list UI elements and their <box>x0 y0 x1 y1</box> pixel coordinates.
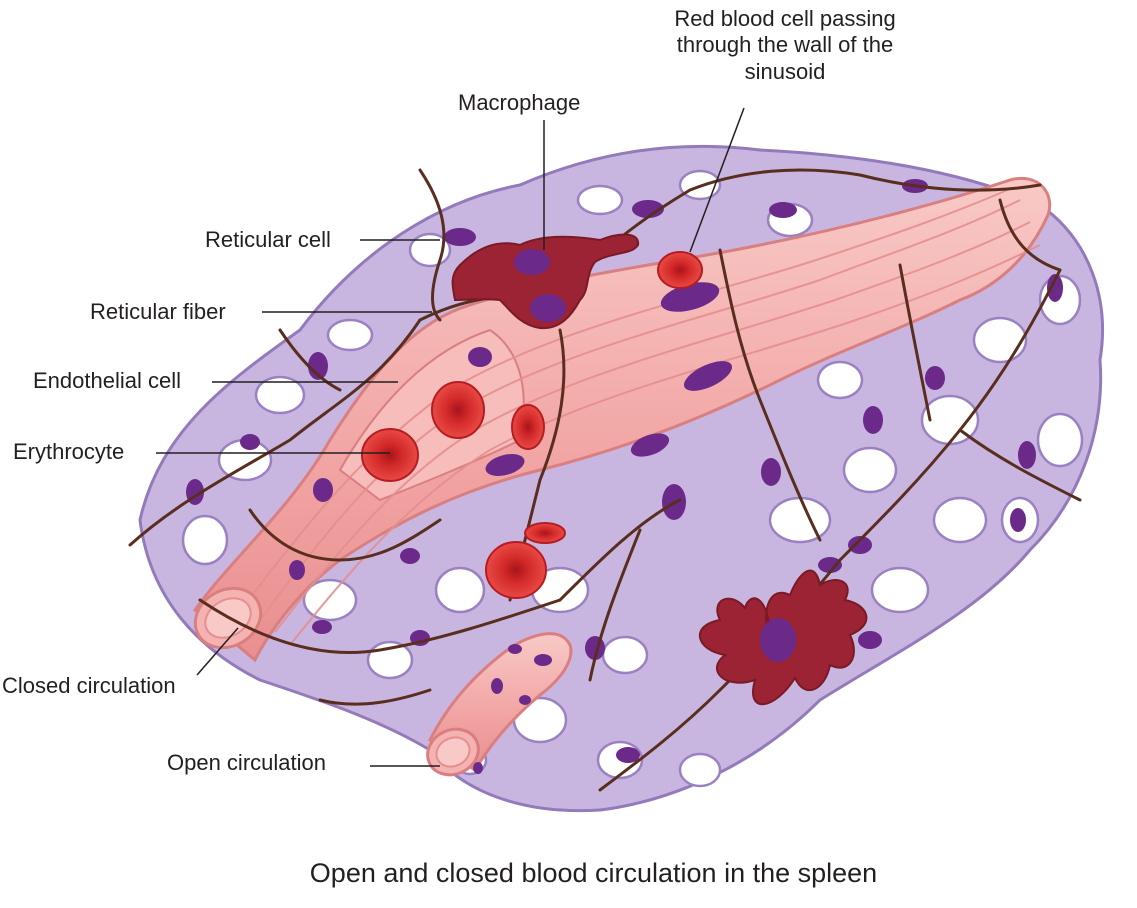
label-endothelial-cell: Endothelial cell <box>33 368 181 393</box>
label-erythrocyte: Erythrocyte <box>13 439 125 464</box>
macrophage-cell <box>451 233 640 330</box>
leader-lines <box>156 107 745 767</box>
label-macrophage: Macrophage <box>458 90 581 115</box>
label-closed-circulation: Closed circulation <box>2 673 176 698</box>
label-reticular-cell: Reticular cell <box>205 227 331 252</box>
label-red-blood-cell-passing: Red blood cell passing through the wall … <box>674 6 896 84</box>
label-reticular-fiber: Reticular fiber <box>90 299 226 324</box>
figure-caption: Open and closed blood circulation in the… <box>309 858 878 888</box>
stellate-reticular-cell <box>699 569 868 706</box>
open-circulation-vessel <box>426 632 573 777</box>
erythrocytes <box>361 251 703 599</box>
label-open-circulation: Open circulation <box>167 750 326 775</box>
